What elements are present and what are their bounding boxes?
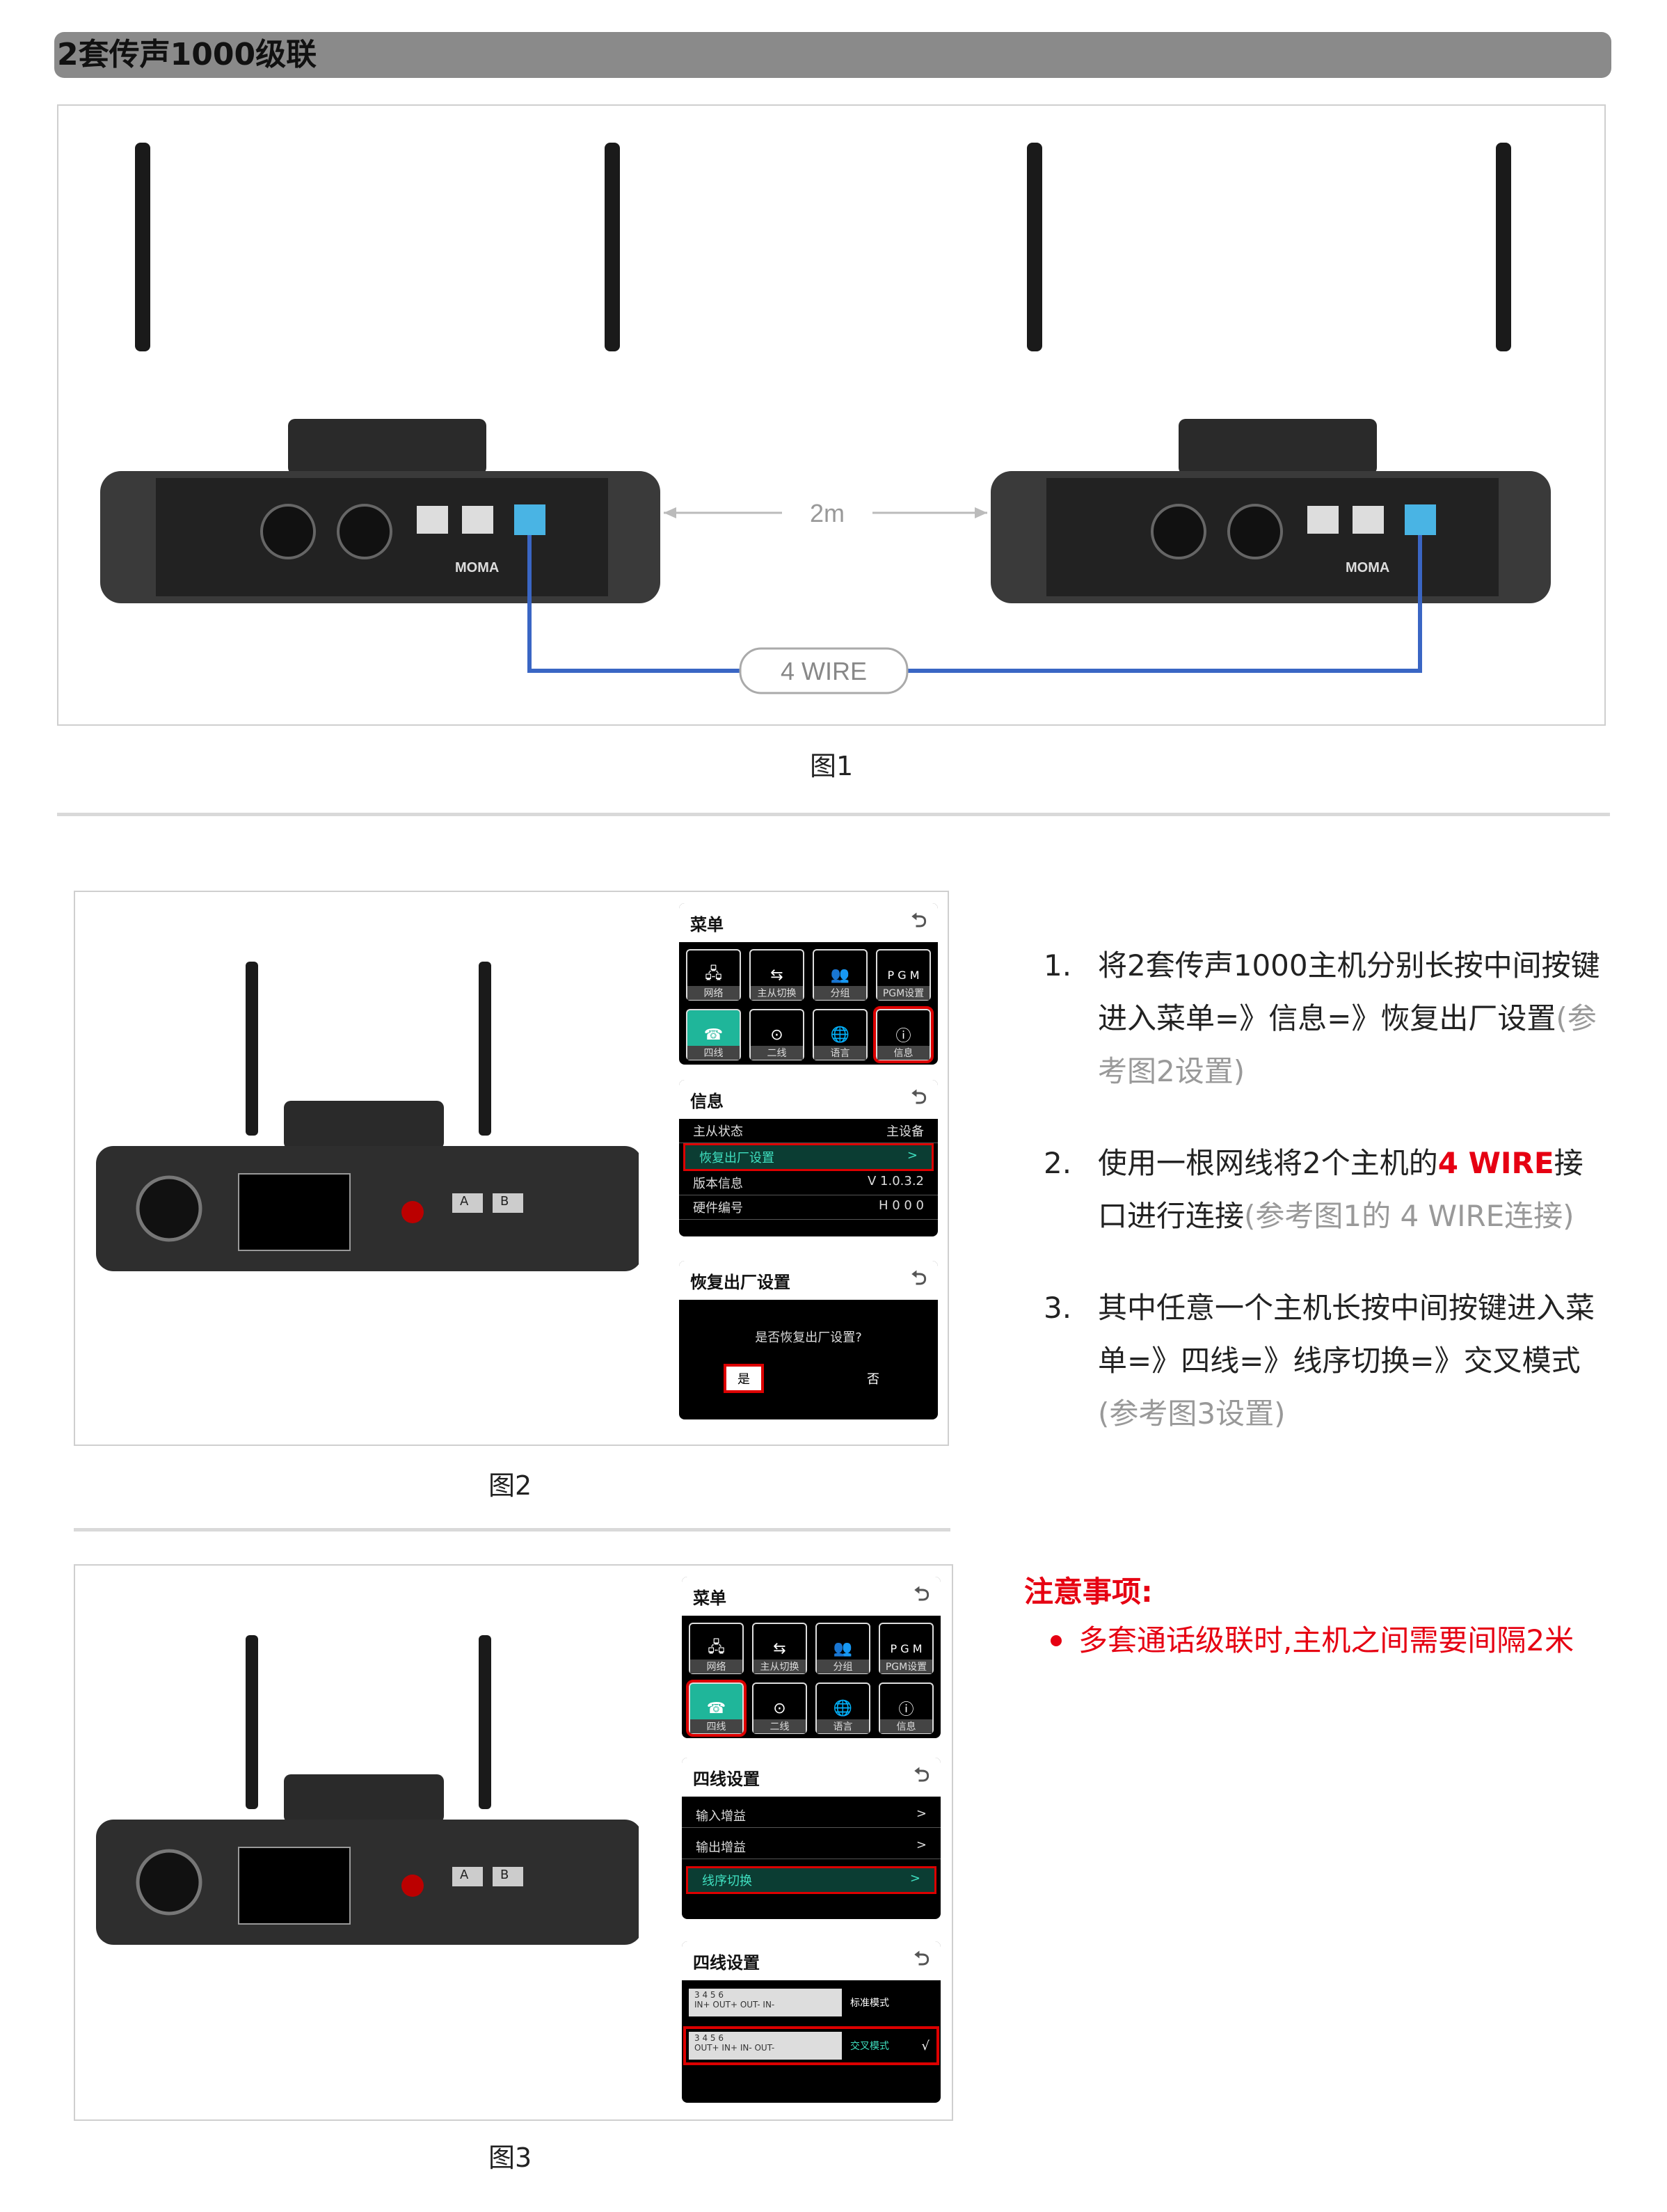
reset-yes-button[interactable]: 是 — [724, 1364, 764, 1393]
menu-title: 菜单 — [690, 914, 724, 934]
bullet-icon — [1051, 1635, 1062, 1646]
brand-text-right: MOMA — [1346, 560, 1389, 575]
figure-1-caption: 图1 — [810, 751, 854, 781]
figure-3-device — [96, 1635, 639, 1945]
step-3: 3. 其中任意一个主机长按中间按键进入菜单=》四线=》线序切换=》交叉模式(参考… — [1044, 1291, 1595, 1431]
menu-title: 菜单 — [693, 1588, 726, 1608]
menu-master-slave[interactable]: ⇆主从切换 — [752, 1623, 807, 1674]
check-icon: √ — [921, 2038, 930, 2053]
notice-item: 多套通话级联时,主机之间需要间隔2米 — [1051, 1614, 1628, 1667]
line-order-title: 四线设置 — [693, 1952, 760, 1973]
steps-list: 1. 将2套传声1000主机分别长按中间按键进入菜单=》信息=》恢复出厂设置(参… — [1030, 939, 1600, 1479]
back-icon[interactable]: ⮌ — [911, 1085, 927, 1108]
section-title: 2套传声1000级联 — [57, 37, 317, 72]
menu-group[interactable]: 👥分组 — [815, 1623, 870, 1674]
reset-question: 是否恢复出厂设置? — [755, 1330, 862, 1345]
menu-two-wire[interactable]: ⊙二线 — [749, 1009, 804, 1060]
divider-1 — [57, 813, 1610, 816]
info-row-reset[interactable]: 恢复出厂设置> — [683, 1143, 934, 1171]
menu-language[interactable]: 🌐语言 — [815, 1682, 870, 1734]
four-wire-row-line-order[interactable]: 线序切换> — [686, 1866, 936, 1894]
figure-1-frame: MOMA MOMA 2m 4 WIRE — [57, 104, 1606, 726]
left-device: MOMA — [100, 143, 660, 603]
reset-screen: 恢复出厂设置 ⮌ 是否恢复出厂设置? 是 否 — [679, 1261, 938, 1419]
notice-title: 注意事项: — [1024, 1575, 1153, 1609]
step-2: 2. 使用一根网线将2个主机的4 WIRE接口进行连接(参考图1的 4 WIRE… — [1044, 1146, 1584, 1233]
back-icon[interactable]: ⮌ — [914, 1763, 930, 1786]
figure-2-device — [96, 962, 639, 1271]
panel-a-label: A — [460, 1868, 469, 1882]
reset-no-button[interactable]: 否 — [867, 1372, 879, 1387]
right-device: MOMA — [991, 143, 1551, 603]
step-1: 1. 将2套传声1000主机分别长按中间按键进入菜单=》信息=》恢复出厂设置(参… — [1044, 948, 1600, 1088]
back-icon[interactable]: ⮌ — [914, 1582, 930, 1605]
info-title: 信息 — [690, 1091, 724, 1111]
menu-master-slave[interactable]: ⇆主从切换 — [749, 949, 804, 1001]
menu-group[interactable]: 👥分组 — [813, 949, 868, 1001]
four-wire-row-input-gain[interactable]: 输入增益> — [682, 1804, 941, 1828]
back-icon[interactable]: ⮌ — [911, 1266, 927, 1289]
panel-b-label: B — [500, 1194, 509, 1209]
wire-label: 4 WIRE — [781, 657, 867, 685]
info-row: 主从状态主设备 — [679, 1119, 938, 1143]
four-wire-screen: 四线设置 ⮌ 输入增益> 输出增益> 线序切换> — [682, 1758, 941, 1919]
back-icon[interactable]: ⮌ — [914, 1947, 930, 1970]
menu-four-wire[interactable]: ☎四线 — [686, 1009, 741, 1060]
menu-two-wire[interactable]: ⊙二线 — [752, 1682, 807, 1734]
divider-2 — [74, 1528, 950, 1531]
back-icon[interactable]: ⮌ — [911, 909, 927, 932]
figure-2-caption: 图2 — [488, 1470, 532, 1501]
panel-a-label: A — [460, 1194, 469, 1209]
menu-four-wire[interactable]: ☎四线 — [686, 1680, 747, 1737]
distance-label: 2m — [810, 499, 845, 527]
panel-b-label: B — [500, 1868, 509, 1882]
section-header-bar — [54, 32, 1611, 78]
menu-network[interactable]: 🖧网络 — [689, 1623, 744, 1674]
four-wire-title: 四线设置 — [693, 1769, 760, 1789]
menu-network[interactable]: 🖧网络 — [686, 949, 741, 1001]
brand-text-left: MOMA — [455, 560, 499, 575]
reset-title: 恢复出厂设置 — [690, 1272, 790, 1292]
menu-language[interactable]: 🌐语言 — [813, 1009, 868, 1060]
figure-3-caption: 图3 — [488, 2142, 532, 2173]
figure-1-diagram: MOMA MOMA 2m 4 WIRE — [100, 143, 1551, 694]
four-wire-row-output-gain[interactable]: 输出增益> — [682, 1835, 941, 1859]
